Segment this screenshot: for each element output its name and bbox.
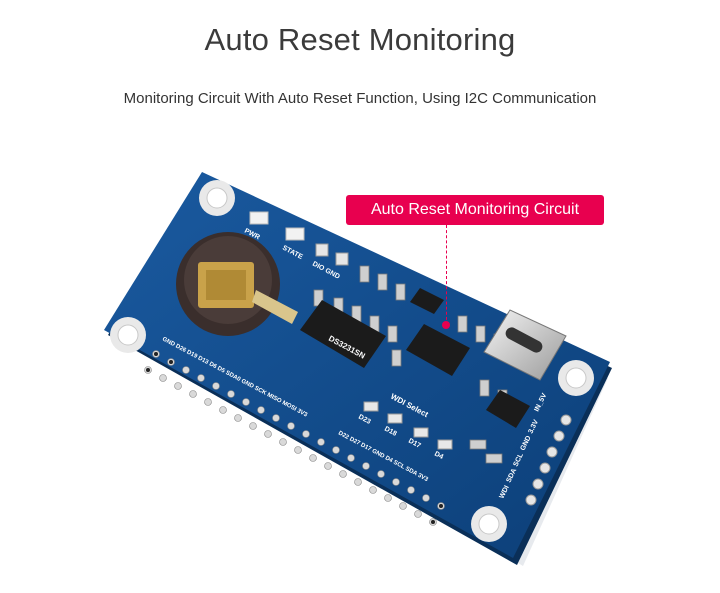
wdi-select-pads <box>363 401 453 450</box>
label-d4: D4 <box>433 451 444 461</box>
led-pads <box>249 211 349 266</box>
gpio-header-holes <box>144 350 445 526</box>
rtc-chip: DS3231SN <box>300 300 386 368</box>
callout-label: Auto Reset Monitoring Circuit <box>346 195 604 225</box>
callout-leader-line <box>446 225 447 325</box>
page-title: Auto Reset Monitoring <box>204 22 516 57</box>
mounting-holes <box>110 180 594 542</box>
battery-holder <box>176 232 298 336</box>
usb-c-connector <box>483 309 567 381</box>
watchdog-chip <box>406 288 530 428</box>
callout-leader-dot <box>442 321 450 329</box>
right-pin-holes <box>525 414 572 506</box>
page-subtitle: Monitoring Circuit With Auto Reset Funct… <box>123 90 597 107</box>
